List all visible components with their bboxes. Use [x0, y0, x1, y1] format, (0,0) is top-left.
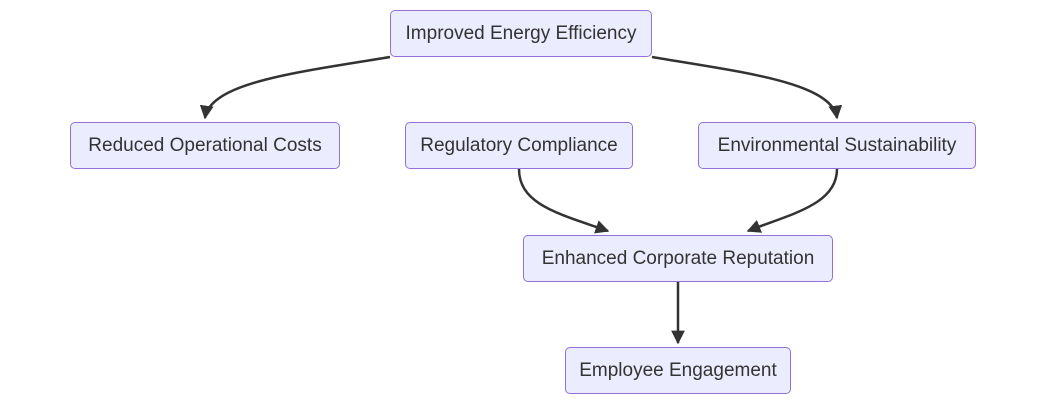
node-reduced-operational-costs: Reduced Operational Costs: [70, 122, 340, 169]
node-label: Regulatory Compliance: [420, 134, 618, 156]
node-label: Enhanced Corporate Reputation: [541, 247, 815, 269]
edge-improved-to-reduced: [199, 55, 391, 120]
node-regulatory-compliance: Regulatory Compliance: [405, 122, 633, 169]
node-improved-energy-efficiency: Improved Energy Efficiency: [390, 10, 652, 57]
edge-environmental-to-enhanced: [746, 168, 839, 233]
edge-improved-to-environmental: [651, 55, 843, 120]
edge-regulatory-to-enhanced: [517, 168, 610, 234]
node-enhanced-corporate-reputation: Enhanced Corporate Reputation: [523, 235, 833, 282]
node-label: Employee Engagement: [579, 359, 777, 381]
node-environmental-sustainability: Environmental Sustainability: [698, 122, 976, 169]
node-label: Reduced Operational Costs: [88, 134, 322, 156]
node-label: Environmental Sustainability: [717, 134, 957, 156]
node-label: Improved Energy Efficiency: [405, 22, 637, 44]
node-employee-engagement: Employee Engagement: [565, 347, 791, 394]
